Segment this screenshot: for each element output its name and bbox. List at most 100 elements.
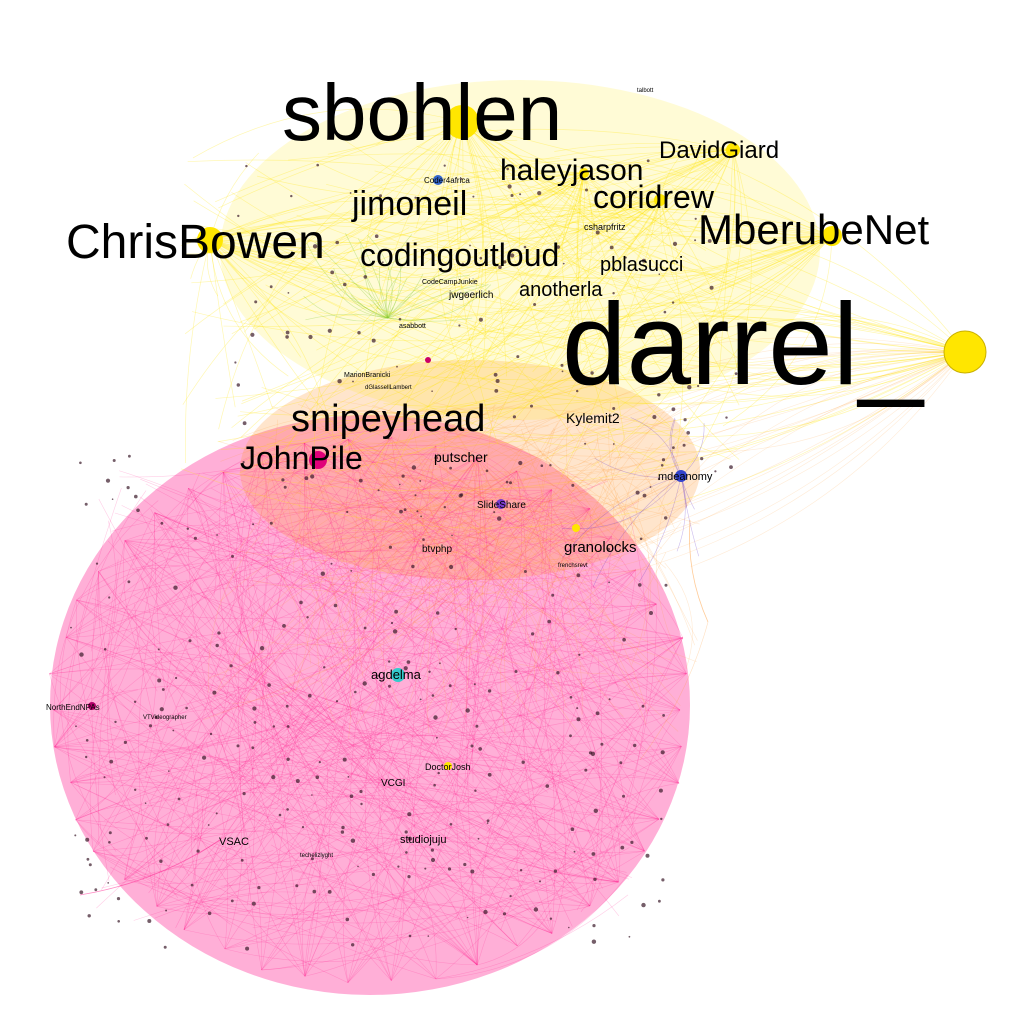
edge [227, 799, 392, 981]
edge [331, 444, 567, 708]
node-johnpile[interactable] [309, 451, 327, 469]
edge [435, 894, 629, 980]
edge [452, 145, 661, 201]
edge [356, 515, 544, 680]
label-anotherla[interactable]: anotherla [519, 279, 603, 301]
node-agdelma[interactable] [391, 668, 405, 682]
edge [366, 450, 451, 560]
edge [558, 208, 833, 237]
node-granolocks[interactable] [572, 524, 580, 532]
edge [347, 597, 532, 983]
label-codingoutloud[interactable]: codingoutloud [360, 237, 559, 273]
minor-node [460, 177, 463, 180]
edge [75, 751, 132, 821]
labels-layer: sbohlen darrel_ ChrisBowen MberubeNet ha… [46, 68, 929, 859]
label-kylemit2[interactable]: Kylemit2 [566, 410, 620, 426]
label-doctorjosh[interactable]: DoctorJosh [425, 762, 471, 772]
label-jwgoerlich[interactable]: jwgoerlich [448, 290, 493, 301]
minor-node [419, 698, 422, 701]
edge [212, 528, 518, 947]
node-mberubenet[interactable] [822, 226, 842, 246]
edge [523, 508, 590, 927]
node-coder4africa[interactable] [433, 175, 443, 185]
label-agdelma[interactable]: agdelma [371, 667, 422, 682]
edge [563, 172, 585, 348]
edge [254, 409, 429, 509]
label-marionbranicki[interactable]: MarionBranicki [344, 372, 391, 379]
minor-node [311, 794, 313, 796]
label-snipeyhead[interactable]: snipeyhead [291, 398, 485, 440]
label-mdeanomy[interactable]: mdeanomy [658, 471, 713, 483]
label-slideshare[interactable]: SlideShare [477, 500, 526, 511]
edge [183, 665, 586, 930]
edge [124, 474, 350, 880]
label-coridrew[interactable]: coridrew [593, 179, 715, 215]
edge [302, 795, 340, 977]
edge [220, 883, 518, 947]
label-haleyjason[interactable]: haleyjason [500, 154, 643, 187]
edge [192, 204, 833, 239]
label-csharpfritz[interactable]: csharpfritz [584, 222, 626, 232]
node-sbohlen[interactable] [445, 105, 479, 139]
edge [267, 686, 518, 946]
minor-node [507, 184, 512, 189]
label-dglassell[interactable]: dGlassellLambert [365, 385, 412, 391]
edge [387, 269, 453, 319]
edge [597, 188, 833, 237]
edge [223, 457, 478, 752]
label-vcgi[interactable]: VCGI [381, 778, 405, 789]
label-putscher[interactable]: putscher [434, 449, 488, 465]
label-vtvideographer[interactable]: VTVideographer [143, 715, 187, 721]
label-northendnpas[interactable]: NorthEndNPAs [46, 703, 100, 712]
node-northend[interactable] [88, 702, 96, 710]
node-davidgiard[interactable] [726, 143, 740, 157]
edge [222, 425, 549, 504]
node-doctorjosh[interactable] [444, 762, 452, 770]
node-chrisbowen[interactable] [197, 227, 223, 253]
node-darrel[interactable] [943, 330, 987, 374]
edge [274, 199, 661, 462]
edge [721, 235, 833, 250]
label-vsac[interactable]: VSAC [219, 836, 249, 848]
label-frenchsrevt[interactable]: frenchsrevt [558, 563, 588, 569]
edge [514, 172, 585, 214]
label-talbott[interactable]: talbott [637, 88, 654, 94]
edge [222, 471, 417, 903]
label-codecampjunkie[interactable]: CodeCampJunkie [422, 279, 478, 286]
edge [223, 457, 478, 887]
label-techelizlyght[interactable]: techelizlyght [300, 853, 333, 859]
label-sbohlen[interactable]: sbohlen [282, 68, 562, 157]
minor-node [649, 486, 652, 488]
minor-node [427, 935, 430, 937]
label-studiojuju[interactable]: studiojuju [400, 834, 446, 846]
edge [119, 470, 619, 883]
minor-node [126, 486, 130, 490]
label-jimoneil[interactable]: jimoneil [351, 185, 467, 223]
minor-node [622, 637, 626, 642]
label-darrel[interactable]: darrel_ [562, 279, 925, 409]
label-chrisbowen[interactable]: ChrisBowen [66, 216, 325, 269]
edge [479, 470, 552, 865]
edge [161, 496, 590, 579]
minor-node [443, 506, 446, 509]
label-davidgiard[interactable]: DavidGiard [659, 137, 779, 164]
edge [468, 494, 538, 617]
label-btvphp[interactable]: btvphp [422, 544, 452, 555]
node-coridrew[interactable] [654, 194, 666, 206]
edge [486, 470, 557, 834]
node-haleyjason[interactable] [579, 168, 589, 178]
edge [278, 470, 517, 929]
node-slideshare[interactable] [496, 499, 506, 509]
label-granolocks[interactable]: granolocks [564, 539, 637, 556]
label-asabbott[interactable]: asabbott [399, 323, 426, 330]
node-marion[interactable] [425, 357, 431, 363]
minor-node [612, 407, 616, 410]
node-mdeanomy[interactable] [675, 470, 687, 482]
label-coder4africa[interactable]: Coder4africa [424, 176, 470, 185]
label-johnpile[interactable]: JohnPile [240, 440, 363, 476]
edge [584, 351, 966, 433]
edge [182, 172, 585, 405]
minor-node [341, 825, 345, 830]
label-pblasucci[interactable]: pblasucci [600, 254, 683, 276]
label-mberubenet[interactable]: MberubeNet [698, 206, 929, 253]
